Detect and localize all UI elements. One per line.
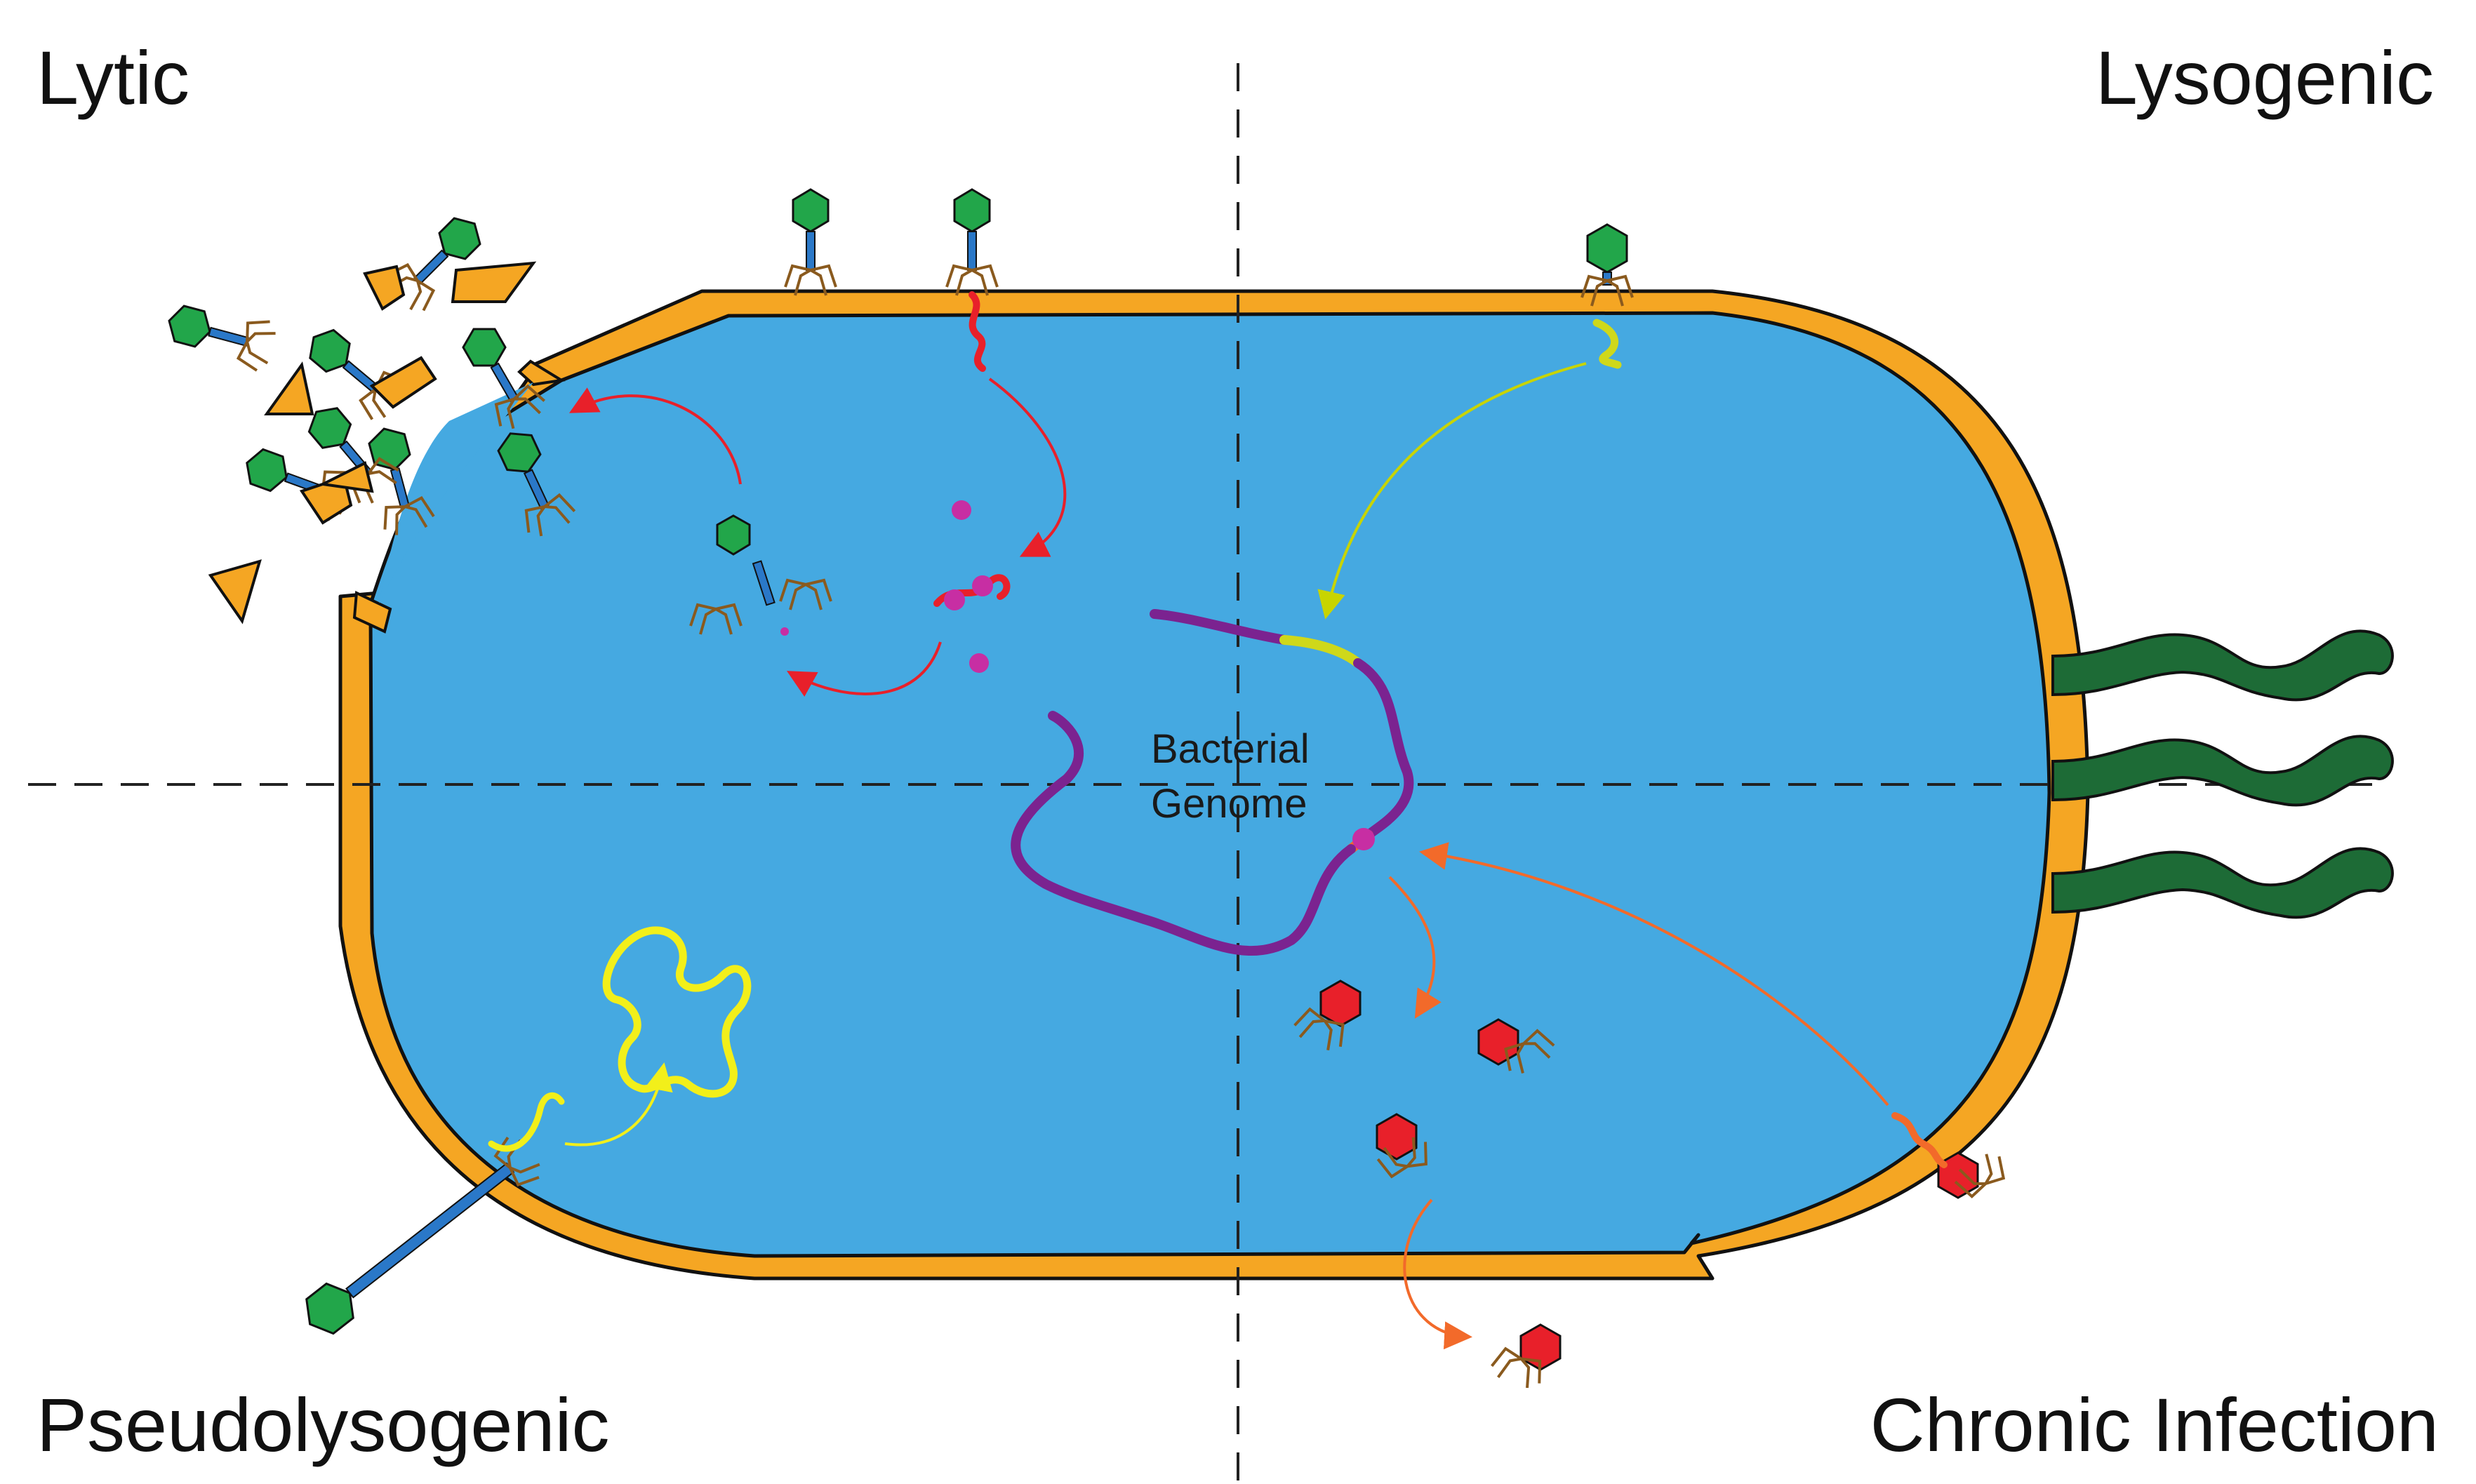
assembling-phage [689,514,832,636]
pilus-icon [2051,847,2394,919]
phage-head-icon [1586,223,1628,274]
attached-phage-2 [945,188,999,297]
label-lysogenic: Lysogenic [2096,35,2434,120]
released-phages [168,217,580,542]
lytic-arrow-release [568,387,742,485]
chronic-arrow-integration [1419,842,1889,1107]
lytic-arrow-replication [988,377,1067,557]
lytic-arrow-assembly [787,641,942,697]
cell-wall-debris [208,261,537,624]
cytoplasm-spill [379,382,533,603]
episome-plasmid [602,926,752,1098]
chronic-phages [1289,980,2011,1393]
phage-head-icon [792,188,830,233]
pseudolysogenic-phage-dna [488,1092,565,1152]
bacterial-genome [1011,609,1414,956]
pili [2051,629,2394,919]
pilus-icon [2051,629,2394,702]
pilus-icon [2051,735,2394,807]
label-chronic-infection: Chronic Infection [1870,1382,2439,1467]
chronic-arrow-assembly [1388,876,1442,1019]
lysogenic-phage [1580,223,1634,307]
attached-phage-1 [784,188,837,297]
chronic-arrow-release [1403,1198,1472,1350]
injected-phage-dna [969,291,986,372]
replicated-dna [933,500,1011,673]
lysogenic-arrow [1317,362,1587,620]
label-lytic: Lytic [36,35,189,120]
lysogenic-phage-dna [1592,319,1622,369]
phage-head-icon [953,188,991,233]
chronic-phage-dna [1891,1112,1948,1168]
pseudolysogenic-arrow [564,1062,673,1147]
wall-edge-lower [352,590,392,634]
cell-wall-rupture [517,359,566,387]
pseudolysogenic-phage [305,1130,547,1335]
genome-label-line2: Genome [1151,781,1307,827]
genome-label-line1: Bacterial [1151,726,1310,772]
label-pseudolysogenic: Pseudolysogenic [36,1382,610,1467]
